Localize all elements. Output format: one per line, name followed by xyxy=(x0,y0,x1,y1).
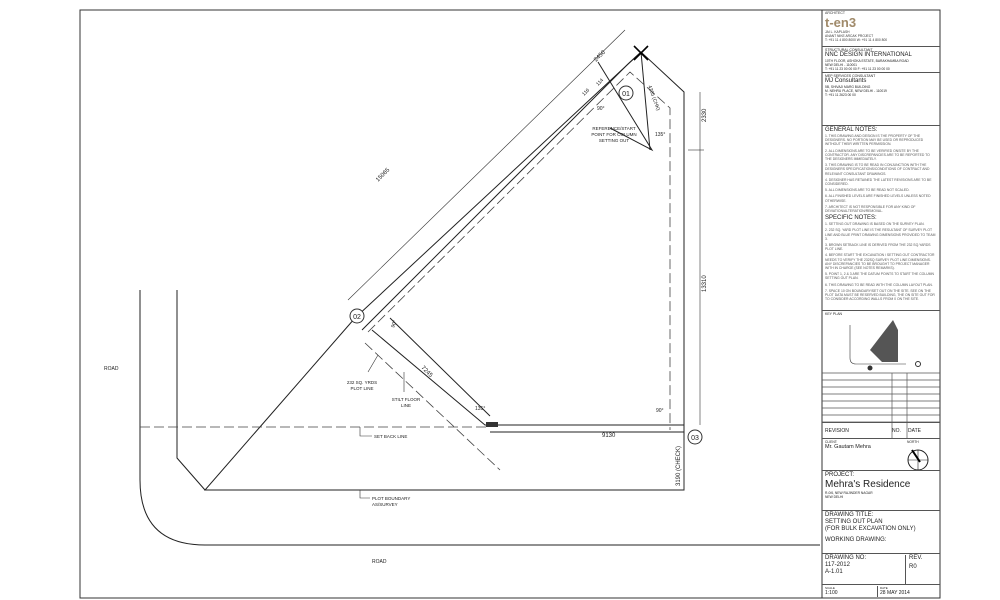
revision-header: REVISION NO. DATE xyxy=(822,422,940,438)
notes-block: GENERAL NOTES: 1. THIS DRAWING AND DESIG… xyxy=(822,125,940,310)
dimension-lines xyxy=(347,29,704,490)
dashed-lines xyxy=(140,71,671,471)
key-plan xyxy=(849,320,921,371)
drawing-title: SETTING OUT PLAN xyxy=(825,519,883,525)
datum-point-03: 03 xyxy=(687,429,703,445)
stilt-floor-note: STILT FLOOR LINE xyxy=(392,397,421,408)
angle-135-top: 135° xyxy=(655,132,665,138)
road-label-bottom: ROAD xyxy=(372,559,387,565)
svg-text:02: 02 xyxy=(353,314,361,321)
svg-text:PLOT LINE: PLOT LINE xyxy=(351,386,374,391)
road-edges xyxy=(139,290,820,546)
dim-116: 116 xyxy=(581,87,591,97)
project-block: PROJECT: Mehra's Residence R-0/6, NEW RA… xyxy=(822,470,940,502)
scale-date-block: SCALE 1:100 DATE 28 MAY 2014 xyxy=(822,584,940,598)
svg-text:PLOT BOUNDARY: PLOT BOUNDARY xyxy=(372,496,410,501)
dim-2330: 2330 xyxy=(702,108,708,122)
drawing-number-block: DRAWING NO: 117-2012 A-1.01 REV. R0 xyxy=(822,553,940,586)
dim-15065: 15065 xyxy=(375,167,392,184)
architect-block: ARCHITECT t-en3 JAI L. KAPLASH ANANT NIK… xyxy=(822,10,940,46)
svg-text:LINE: LINE xyxy=(401,403,411,408)
client-block: CLIENT: Mr. Gautam Mehra NORTH xyxy=(822,438,940,470)
svg-text:AS/SURVEY: AS/SURVEY xyxy=(372,502,398,507)
angle-90-03: 90° xyxy=(656,408,664,414)
reference-point-cross xyxy=(633,45,649,61)
key-plan-block: KEY PLAN xyxy=(822,310,940,373)
angle-90-top: 90° xyxy=(597,106,605,112)
dim-114: 114 xyxy=(595,77,605,87)
column-marker xyxy=(486,422,498,427)
svg-text:01: 01 xyxy=(622,91,630,98)
architect-logo: t-en3 xyxy=(825,15,857,30)
structural-consultant-block: STRUCTURAL CONSULTANT NNC DESIGN INTERNA… xyxy=(822,46,940,72)
plot-boundary xyxy=(203,51,685,491)
angle-135-bottom: 135° xyxy=(475,406,485,412)
dim-2450: 2450 xyxy=(593,49,607,63)
svg-text:03: 03 xyxy=(691,435,699,442)
road-label-left: ROAD xyxy=(104,366,119,372)
svg-text:232 SQ. YRDS: 232 SQ. YRDS xyxy=(347,380,377,385)
sheet-border xyxy=(79,9,941,599)
stilt-floor-line xyxy=(371,51,684,433)
dim-9130: 9130 xyxy=(602,433,616,439)
setback-note: SET BACK LINE xyxy=(374,434,407,439)
datum-point-01: 01 xyxy=(618,85,634,101)
reference-note: REFERENCE/START POINT FOR COLUMN SETTING… xyxy=(591,126,636,143)
datum-point-02: 02 xyxy=(349,308,365,324)
dim-13310: 13310 xyxy=(702,275,708,292)
svg-text:POINT FOR COLUMN: POINT FOR COLUMN xyxy=(591,132,636,137)
svg-text:REFERENCE/START: REFERENCE/START xyxy=(592,126,636,131)
dim-3190: 3190 (CHECK) xyxy=(676,446,682,486)
services-consultant-block: MEP SERVICES CONSULTANT MJ Consultants 5… xyxy=(822,72,940,102)
svg-text:SETTING OUT: SETTING OUT xyxy=(599,138,630,143)
plot-boundary-note: PLOT BOUNDARY AS/SURVEY xyxy=(372,496,410,507)
project-name: Mehra's Residence xyxy=(825,479,911,490)
plot-line-note: 232 SQ. YRDS PLOT LINE xyxy=(347,380,377,391)
svg-text:STILT FLOOR: STILT FLOOR xyxy=(392,397,421,402)
drawing-title-block: DRAWING TITLE: SETTING OUT PLAN (FOR BUL… xyxy=(822,510,940,544)
leader-lines xyxy=(359,354,405,499)
angle-90-02: 90° xyxy=(390,320,398,329)
